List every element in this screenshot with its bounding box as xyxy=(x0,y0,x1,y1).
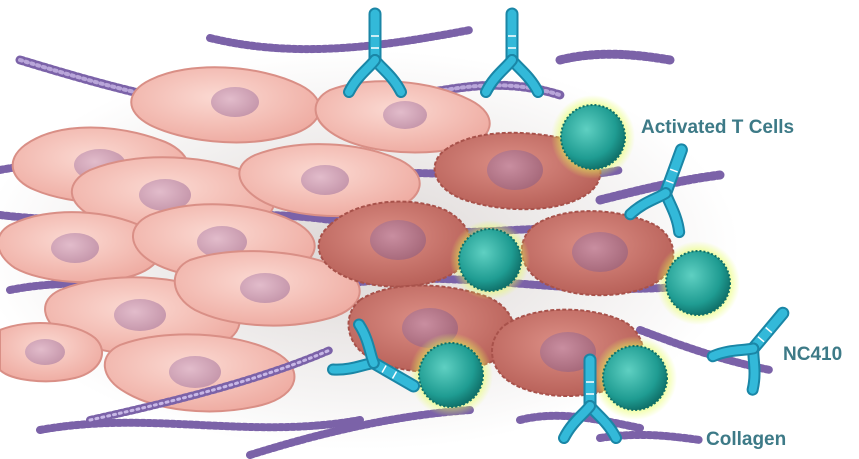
label-nc410: NC410 xyxy=(783,344,842,366)
t-cell xyxy=(409,333,493,417)
normal-cell xyxy=(0,323,102,381)
t-cell xyxy=(450,220,530,300)
tumor-cell xyxy=(522,211,674,295)
t-cell xyxy=(593,336,677,420)
t-cell xyxy=(656,241,740,325)
label-activated-t-cells: Activated T Cells xyxy=(641,117,794,139)
t-cell xyxy=(551,95,635,179)
label-collagen: Collagen xyxy=(706,429,786,451)
